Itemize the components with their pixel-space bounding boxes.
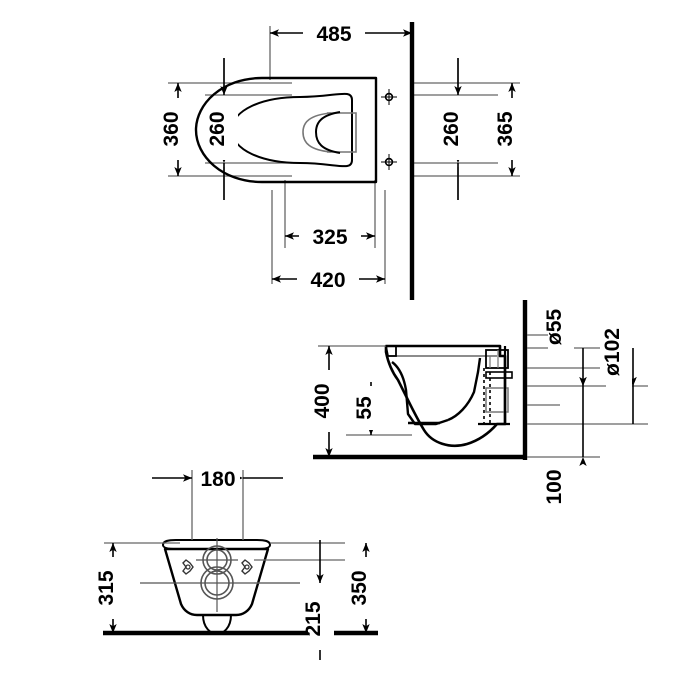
dimension-420: 420 bbox=[272, 266, 385, 292]
toilet-body-outline-side bbox=[384, 344, 507, 448]
dimension-100: 100 bbox=[543, 424, 587, 512]
mounting-hole-top-1 bbox=[381, 89, 397, 105]
dimension-label-365: 365 bbox=[494, 111, 517, 146]
dimension-label-180: 180 bbox=[200, 468, 235, 491]
dimension-315: 315 bbox=[95, 543, 127, 633]
dimension-260-right: 260 bbox=[440, 58, 472, 200]
dimension-label-420: 420 bbox=[310, 269, 345, 292]
dimension-label-360: 360 bbox=[160, 111, 183, 146]
outlet-connection-detail bbox=[478, 346, 513, 426]
mounting-hole-top-2 bbox=[381, 154, 397, 170]
dimension-label-dia-55: ø55 bbox=[543, 309, 566, 346]
toilet-rim-cap-front bbox=[161, 539, 272, 550]
fixing-bolt-right-front bbox=[241, 559, 253, 575]
toilet-body-outline-front bbox=[163, 547, 270, 617]
dimension-label-260-left: 260 bbox=[206, 111, 229, 146]
dimension-label-100: 100 bbox=[543, 469, 566, 504]
dimension-365: 365 bbox=[494, 83, 526, 176]
dimension-350: 350 bbox=[348, 543, 380, 633]
dimension-label-260-right: 260 bbox=[440, 111, 463, 146]
outlet-bump-front bbox=[202, 614, 232, 636]
dimension-180: 180 bbox=[152, 465, 283, 491]
bowl-inner-profile-side bbox=[391, 361, 449, 426]
dimension-label-315: 315 bbox=[95, 570, 118, 605]
dimension-dia-55: ø55 bbox=[543, 300, 587, 424]
dimension-label-325: 325 bbox=[312, 226, 347, 249]
toilet-bowl-outline-top bbox=[194, 76, 378, 184]
dimension-360: 360 bbox=[160, 83, 192, 176]
dimension-55: 55 bbox=[353, 382, 385, 435]
dimension-485: 485 bbox=[270, 20, 412, 46]
top-view: 485 360 260 260 365 bbox=[160, 20, 526, 300]
dimension-400: 400 bbox=[311, 346, 343, 457]
dimension-label-dia-102: ø102 bbox=[601, 328, 624, 376]
front-view: 180 315 215 350 bbox=[95, 465, 380, 660]
dimension-label-350: 350 bbox=[348, 570, 371, 605]
dimension-label-55: 55 bbox=[353, 396, 376, 420]
bowl-trap-profile-side bbox=[447, 357, 482, 422]
rim-notch-detail bbox=[384, 345, 397, 357]
fixing-bolt-left-front bbox=[182, 559, 194, 575]
dimension-label-400: 400 bbox=[311, 383, 334, 418]
flush-inlet-curve-inner bbox=[314, 111, 341, 154]
dimension-label-215: 215 bbox=[302, 601, 325, 636]
flush-channel-detail bbox=[327, 112, 357, 153]
dimension-260-left: 260 bbox=[206, 58, 238, 200]
dimension-215: 215 bbox=[302, 540, 334, 660]
dimension-label-485: 485 bbox=[316, 23, 351, 46]
dimension-dia-102: ø102 bbox=[601, 316, 637, 424]
dimension-325: 325 bbox=[285, 223, 375, 249]
side-view: 400 55 ø55 ø102 100 bbox=[311, 300, 648, 512]
flush-inlet-curve bbox=[302, 112, 332, 153]
